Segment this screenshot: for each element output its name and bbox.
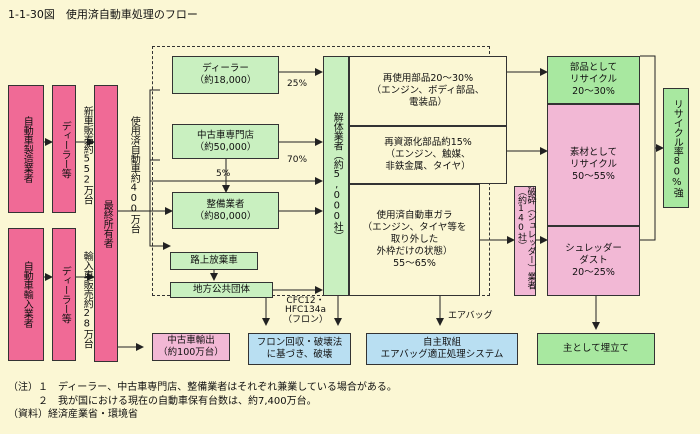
recycle-parts-line-2: （エンジン、触媒、	[385, 149, 471, 161]
used-cars-label: 使用済自動車約400万台	[128, 115, 140, 233]
recycle-parts-line-3: 非鉄金属、タイヤ）	[385, 160, 471, 172]
shell-line-1: 使用済自動車ガラ	[376, 210, 453, 222]
airbag-box-line-1: 自主取組	[422, 337, 461, 349]
export-box: 中古車輸出 （約100万台）	[152, 333, 230, 361]
note-1: （注）１ ディーラー、中古車専門店、整備業者はそれぞれ兼業している場合がある。	[8, 382, 397, 393]
used-shop-name: 中古車専門店	[196, 129, 254, 141]
landfill-box: 主として埋立て	[537, 333, 655, 365]
dust-line-2: ダスト	[579, 255, 608, 267]
flon-label-line-3: （フロン）	[283, 314, 329, 325]
airbag-box-line-2: エアバッグ適正処理システム	[380, 349, 504, 360]
percent-5-label: 5%	[216, 169, 231, 179]
used-shop-collector-box: 中古車専門店 （約50,000）	[172, 124, 279, 159]
flon-destruction-box: フロン回収・破壊法 に基づき、破壊	[248, 333, 351, 365]
dealers-box-1: ディーラー等	[52, 85, 76, 213]
reuse-line-3: 電装品）	[408, 96, 447, 108]
manufacturers-box: 自動車製造業者	[8, 85, 44, 213]
recycle-parts-line-1: 再資源化部品約15%	[384, 137, 472, 149]
flon-label-line-2: HFC134a	[285, 305, 326, 316]
material-recycle-line-3: 50～55%	[572, 170, 615, 182]
maintenance-name: 整備業者	[206, 198, 245, 210]
importers-box: 自動車輸入業者	[8, 228, 44, 361]
recycle-parts-box: 再資源化部品約15% （エンジン、触媒、 非鉄金属、タイヤ）	[349, 126, 507, 184]
dealer-count: （約18,000）	[194, 75, 257, 86]
export-line-2: （約100万台）	[158, 347, 224, 358]
dealer-collector-box: ディーラー （約18,000）	[172, 56, 279, 94]
flon-box-line-2: に基づき、破壊	[266, 349, 333, 360]
dealer-name: ディーラー	[202, 63, 249, 75]
shell-line-5: 55～65%	[393, 257, 436, 269]
dust-line-1: シュレッダー	[565, 243, 622, 255]
airbag-label: エアバッグ	[448, 311, 493, 321]
recycle-rate-box: リサイクル率80%強	[663, 88, 689, 208]
parts-recycle-line-3: 20～30%	[572, 85, 615, 97]
local-government-box: 地方公共団体	[170, 282, 273, 298]
abandoned-car-box: 路上放棄車	[170, 252, 258, 270]
final-owner-box: 最終所有者	[94, 85, 118, 362]
flon-box-line-1: フロン回収・破壊法	[256, 337, 343, 349]
reuse-line-2: （エンジン、ボディ部品、	[371, 85, 485, 97]
maintenance-collector-box: 整備業者 （約80,000）	[172, 192, 279, 229]
parts-recycle-box: 部品として リサイクル 20～30%	[547, 56, 640, 104]
domestic-sales-label: 新車販売約552万台	[81, 106, 93, 204]
source-note: （資料）経済産業省・環境省	[8, 409, 138, 420]
import-sales-label: 輸入車販売約28万台	[81, 250, 93, 348]
used-shop-count: （約50,000）	[194, 141, 257, 153]
flon-label: CFC12・ HFC134a （フロン）	[283, 296, 329, 325]
material-recycle-box: 素材として リサイクル 50～55%	[547, 104, 640, 226]
percent-25-label: 25%	[287, 79, 308, 89]
shredder-box: 破砕（シュレッダー）業者（約140社）	[514, 186, 536, 296]
material-recycle-line-1: 素材として	[569, 147, 618, 159]
dealers-box-2: ディーラー等	[52, 228, 76, 361]
flon-label-line-1: CFC12・	[286, 296, 325, 306]
export-line-1: 中古車輸出	[167, 335, 215, 347]
shell-line-4: 外枠だけの状態）	[376, 245, 453, 257]
airbag-system-box: 自主取組 エアバッグ適正処理システム	[366, 333, 518, 365]
reuse-line-1: 再使用部品20～30%	[382, 73, 474, 85]
car-shell-box: 使用済自動車ガラ （エンジン、タイヤ等を 取り外した 外枠だけの状態） 55～6…	[349, 184, 480, 296]
figure-title: 1-1-30図 使用済自動車処理のフロー	[8, 8, 198, 21]
maintenance-count: （約80,000）	[194, 210, 257, 222]
shell-line-2: （エンジン、タイヤ等を	[362, 222, 467, 234]
notes: （注）１ ディーラー、中古車専門店、整備業者はそれぞれ兼業している場合がある。 …	[8, 381, 397, 422]
shell-line-3: 取り外した	[390, 234, 439, 246]
parts-recycle-line-1: 部品として	[569, 62, 618, 74]
reuse-parts-box: 再使用部品20～30% （エンジン、ボディ部品、 電装品）	[349, 56, 507, 126]
percent-70-label: 70%	[287, 155, 308, 165]
parts-recycle-line-2: リサイクル	[569, 74, 618, 86]
shredder-dust-box: シュレッダー ダスト 20～25%	[547, 226, 640, 296]
material-recycle-line-2: リサイクル	[569, 159, 618, 171]
dismantler-box: 解体業者（約5,000社）	[323, 56, 349, 296]
dust-line-3: 20～25%	[572, 266, 615, 278]
note-2: ２ 我が国における現在の自動車保有台数は、約7,400万台。	[8, 395, 317, 407]
